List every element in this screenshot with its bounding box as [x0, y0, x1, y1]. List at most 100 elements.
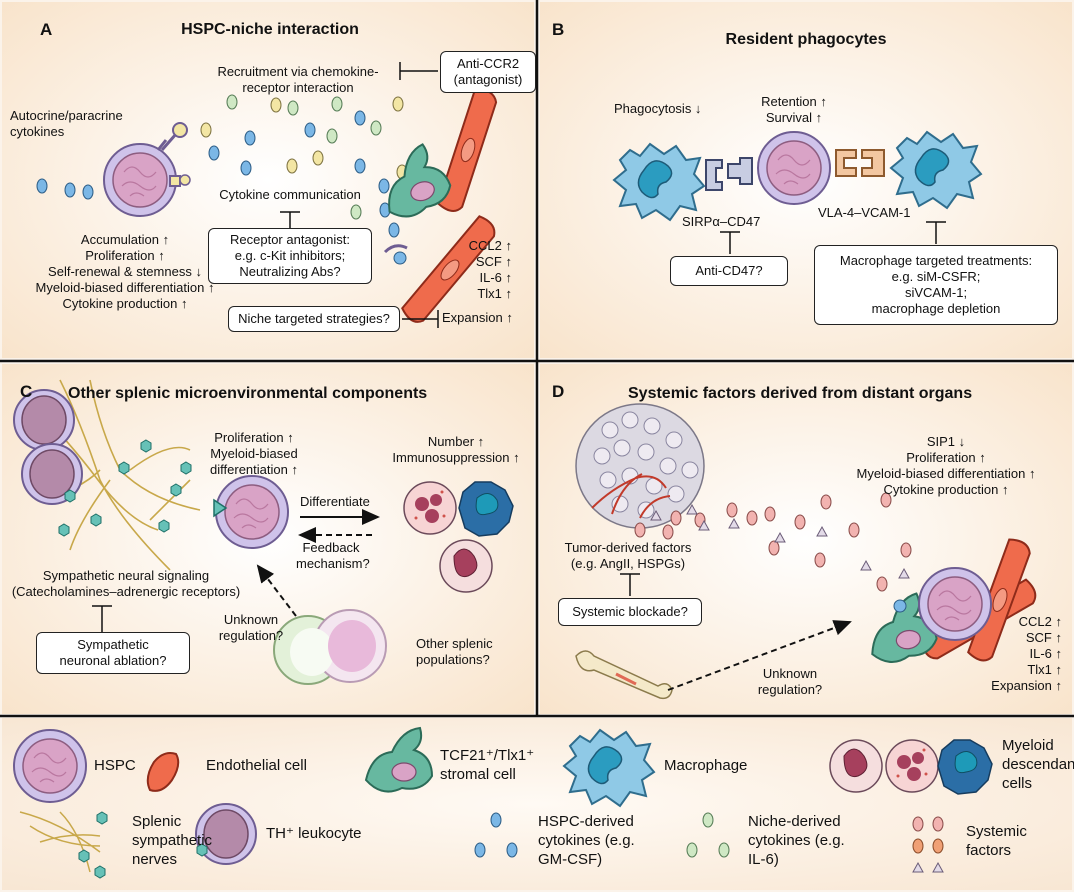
- survival-line: Survival ↑: [765, 110, 823, 125]
- recruitment-line-2: receptor interaction: [242, 80, 354, 95]
- anti-ccr2-line-2: (antagonist): [453, 72, 523, 87]
- differentiate-label: Differentiate: [300, 494, 370, 509]
- unknown-line: regulation?: [757, 682, 823, 697]
- mac-box-line: siVCAM-1;: [904, 285, 968, 300]
- niche-cyt-line: cytokines (e.g.: [748, 832, 845, 849]
- panel-b-vla4-vcam1: [835, 149, 885, 177]
- panel-a-niche-factors: CCL2 ↑ SCF ↑ IL-6 ↑ Tlx1 ↑: [468, 238, 512, 302]
- niche-cyt-line: Niche-derived: [748, 813, 841, 830]
- panel-d-effects: SIP1 ↓ Proliferation ↑ Myeloid-biased di…: [828, 434, 1064, 498]
- legend-th-label: TH⁺ leukocyte: [266, 825, 362, 842]
- panel-b-letter: B: [552, 20, 565, 39]
- niche-factor: IL-6 ↑: [1029, 646, 1062, 661]
- immunosuppression-line: Immunosuppression ↑: [392, 450, 520, 465]
- panel-c-unknown-label: Unknown regulation?: [216, 612, 286, 644]
- legend-macrophage-label: Macrophage: [664, 757, 748, 774]
- panel-b-sirpa-cd47: [705, 157, 753, 191]
- vla4-vcam1-label: VLA-4–VCAM-1: [818, 205, 911, 220]
- prolif-line: Myeloid-biased: [210, 446, 298, 461]
- panel-c-title: Other splenic microenvironmental compone…: [68, 385, 428, 402]
- panel-d-bone: [575, 650, 673, 700]
- panel-a-inhibitors: [280, 62, 439, 328]
- legend-niche-cytokine-label: Niche-derived cytokines (e.g. IL-6): [748, 812, 845, 869]
- panel-c-proliferation-label: Proliferation ↑ Myeloid-biased different…: [194, 430, 314, 478]
- panel-c-other-populations: [273, 609, 387, 685]
- sympathetic-line: Sympathetic neural signaling: [42, 568, 210, 583]
- mac-box-line: e.g. siM-CSFR;: [891, 269, 981, 284]
- panel-d-letter: D: [552, 382, 565, 401]
- niche-factor: CCL2 ↑: [468, 238, 512, 253]
- legend-systemic-label: Systemic factors: [966, 822, 1027, 860]
- cytokine-communication-label: Cytokine communication: [219, 187, 361, 202]
- panel-a-autocrine-label: Autocrine/paracrine cytokines: [10, 108, 123, 140]
- panel-c-arrows: [256, 509, 380, 617]
- legend-hspc-cytokine-label: HSPC-derived cytokines (e.g. GM-CSF): [538, 812, 635, 869]
- systemic-line: Systemic: [966, 823, 1027, 840]
- panel-d-arrows: [667, 620, 852, 691]
- systemic-blockade-box: Systemic blockade?: [558, 598, 702, 626]
- macrophage-treatment-box: Macrophage targeted treatments: e.g. siM…: [814, 245, 1058, 325]
- anti-ccr2-line-1: Anti-CCR2: [456, 56, 520, 71]
- panel-a-recruitment-label: Recruitment via chemokine- receptor inte…: [196, 64, 400, 96]
- niche-cyt-line: IL-6): [748, 851, 779, 868]
- prolif-line: Proliferation ↑: [214, 430, 294, 445]
- stromal-line: stromal cell: [440, 766, 516, 783]
- panel-d-niche-factors: CCL2 ↑ SCF ↑ IL-6 ↑ Tlx1 ↑ Expansion ↑: [970, 614, 1062, 694]
- stromal-line: TCF21⁺/Tlx1⁺: [440, 747, 535, 764]
- nerves-line: sympathetic: [132, 832, 213, 849]
- receptor-box-line-1: Receptor antagonist:: [230, 232, 350, 247]
- hspc-cyt-line: GM-CSF): [538, 851, 603, 868]
- effect-line: Proliferation ↑: [906, 450, 986, 465]
- legend-nerves-label: Splenic sympathetic nerves: [132, 812, 212, 869]
- legend-hspc-label: HSPC: [94, 757, 136, 774]
- effect-line: SIP1 ↓: [926, 434, 966, 449]
- tumor-line: (e.g. AngII, HSPGs): [570, 556, 686, 571]
- effect-line: Myeloid-biased differentiation ↑: [856, 466, 1036, 481]
- retention-label: Retention ↑ Survival ↑: [746, 94, 842, 126]
- panel-d-unknown-label: Unknown regulation?: [750, 666, 830, 698]
- autocrine-line-1: Autocrine/paracrine: [10, 108, 123, 123]
- anti-cd47-box: Anti-CD47?: [670, 256, 788, 286]
- other-populations-label: Other splenic populations?: [416, 636, 493, 668]
- feedback-line: mechanism?: [296, 556, 370, 571]
- legend-myeloid-label: Myeloid descendant cells: [1002, 736, 1074, 793]
- niche-factor: Tlx1 ↑: [477, 286, 512, 301]
- panel-d-inhibitor: [620, 573, 640, 596]
- recruitment-line-1: Recruitment via chemokine-: [217, 64, 379, 79]
- panel-c-inhibitor: [92, 605, 112, 632]
- panel-a-hspc-cell: [103, 143, 177, 217]
- panel-d-tumor: [575, 403, 705, 529]
- sympathetic-ablation-box: Sympathetic neuronal ablation?: [36, 632, 190, 674]
- prolif-line: differentiation ↑: [210, 462, 298, 477]
- myeloid-line: descendant: [1002, 756, 1074, 773]
- feedback-line: Feedback: [302, 540, 360, 555]
- sympathetic-line: (Catecholamines–adrenergic receptors): [11, 584, 241, 599]
- panel-d-niche-cells: [862, 536, 1041, 667]
- legend-endothelial-label: Endothelial cell: [206, 757, 307, 774]
- legend-hspc-icon: [13, 729, 87, 803]
- unknown-line: Unknown: [223, 612, 279, 627]
- panel-b-hspc-cell: [757, 131, 831, 205]
- sirpa-cd47-label: SIRPα–CD47: [682, 214, 761, 229]
- feedback-label: Feedback mechanism?: [296, 540, 370, 572]
- hspc-effect: Proliferation ↑: [85, 248, 165, 263]
- nerves-line: Splenic: [132, 813, 182, 830]
- autocrine-line-2: cytokines: [10, 124, 65, 139]
- panel-a-receptors: [156, 122, 191, 187]
- panel-b-inhibitors: [720, 221, 946, 254]
- niche-factor: SCF ↑: [475, 254, 512, 269]
- legend-stromal-label: TCF21⁺/Tlx1⁺ stromal cell: [440, 746, 534, 784]
- receptor-box-line-3: Neutralizing Abs?: [239, 264, 341, 279]
- mac-box-line: Macrophage targeted treatments:: [839, 253, 1033, 268]
- myeloid-line: cells: [1002, 775, 1033, 792]
- unknown-line: Unknown: [762, 666, 818, 681]
- panel-c-number-label: Number ↑ Immunosuppression ↑: [386, 434, 526, 466]
- hspc-cyt-line: cytokines (e.g.: [538, 832, 635, 849]
- legend-endothelial-icon: [146, 752, 180, 792]
- panel-a-expansion: Expansion ↑: [442, 310, 513, 325]
- hspc-effect: Cytokine production ↑: [62, 296, 188, 311]
- legend-systemic-icon: [912, 816, 944, 873]
- mac-box-line: macrophage depletion: [871, 301, 1001, 316]
- panel-d-title: Systemic factors derived from distant or…: [628, 385, 973, 402]
